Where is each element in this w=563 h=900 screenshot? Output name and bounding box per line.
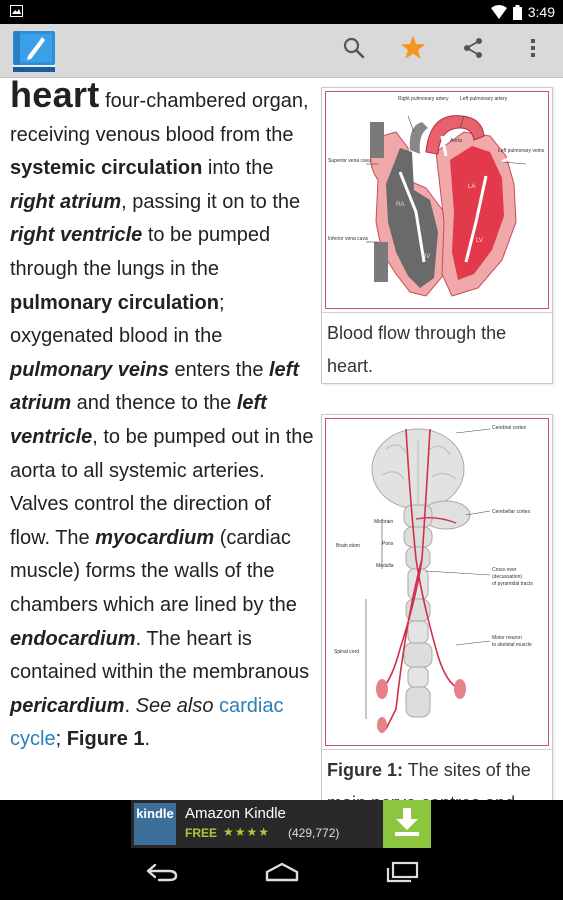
label-decussation: (decussation) xyxy=(492,574,522,580)
label-rv: RV xyxy=(422,254,430,260)
label-motor-neuron: Motor neuron xyxy=(492,635,522,641)
favorite-button[interactable] xyxy=(393,30,433,70)
label-medulla: Medulla xyxy=(376,563,394,569)
definition-text: heart four-chambered organ, receiving ve… xyxy=(10,78,315,757)
share-button[interactable] xyxy=(453,30,493,70)
star-icon xyxy=(400,35,426,65)
label-pons: Pons xyxy=(382,541,394,547)
wifi-icon xyxy=(490,5,507,19)
label-ra: RA xyxy=(396,202,404,208)
label-aorta: Aorta xyxy=(450,138,462,144)
search-icon xyxy=(343,37,365,64)
heart-figure[interactable]: Right pulmonary artery Left pulmonary ar… xyxy=(321,87,553,384)
label-left-pulmonary-artery: Left pulmonary artery xyxy=(460,96,508,102)
label-right-pulmonary-artery: Right pulmonary artery xyxy=(398,96,449,102)
image-notification-icon xyxy=(10,5,23,17)
home-button[interactable] xyxy=(252,858,312,890)
home-icon xyxy=(264,862,300,887)
label-pyramidal-tracts: of pyramidal tracts xyxy=(492,581,533,587)
label-left-pulmonary-veins: Left pulmonary veins xyxy=(498,148,545,154)
label-midbrain: Midbrain xyxy=(374,519,393,525)
ad-app-name: Amazon Kindle xyxy=(185,805,286,822)
cardiac-cycle-link[interactable]: cardiac cycle xyxy=(10,694,284,751)
label-la: LA xyxy=(468,184,475,190)
action-bar xyxy=(0,24,563,78)
overflow-icon xyxy=(530,37,536,64)
recent-apps-icon xyxy=(385,861,419,888)
kindle-ad-banner[interactable]: kindle Amazon Kindle FREE ★★★★ (429,772) xyxy=(131,800,431,848)
ad-rating-stars: ★★★★ xyxy=(223,825,271,839)
heart-figure-caption: Blood flow through the heart. xyxy=(322,312,552,387)
kindle-app-icon: kindle xyxy=(134,803,176,845)
ad-download-button[interactable] xyxy=(383,800,431,848)
ad-price: FREE xyxy=(185,826,218,840)
label-inferior-vena-cava: Inferior vena cava xyxy=(328,236,368,242)
search-button[interactable] xyxy=(334,30,374,70)
label-crossover: Cross-over xyxy=(492,567,517,573)
nerve-centres-caption: Figure 1: The sites of the main nerve ce… xyxy=(322,749,552,800)
label-superior-vena-cava: Superior vena cava xyxy=(328,158,371,164)
ad-rating-count: (429,772) xyxy=(288,826,340,840)
download-icon xyxy=(394,807,420,841)
battery-icon xyxy=(512,4,522,20)
label-lv: LV xyxy=(476,238,483,244)
back-icon xyxy=(145,862,179,887)
status-bar: 3:49 xyxy=(0,0,563,24)
label-skeletal-muscle: to skeletal muscle xyxy=(492,642,532,648)
content-area[interactable]: heart four-chambered organ, receiving ve… xyxy=(0,78,563,800)
nerve-centres-figure[interactable]: Cerebral cortex Cerebellar cortex Brain … xyxy=(321,414,553,800)
back-button[interactable] xyxy=(132,858,192,890)
headword: heart xyxy=(10,78,100,115)
label-spinal-cord: Spinal cord xyxy=(334,649,359,655)
clock-text: 3:49 xyxy=(527,4,555,20)
dictionary-book-icon[interactable] xyxy=(12,28,56,73)
overflow-menu-button[interactable] xyxy=(513,30,553,70)
label-brain-stem: Brain stem xyxy=(336,543,360,549)
recent-apps-button[interactable] xyxy=(372,858,432,890)
share-icon xyxy=(462,37,484,64)
nerve-centres-diagram: Cerebral cortex Cerebellar cortex Brain … xyxy=(325,418,549,746)
heart-diagram: Right pulmonary artery Left pulmonary ar… xyxy=(325,91,549,309)
figure-1-reference[interactable]: Figure 1 xyxy=(66,728,145,751)
label-cerebellar-cortex: Cerebellar cortex xyxy=(492,509,531,515)
navigation-bar xyxy=(0,848,563,900)
label-cerebral-cortex: Cerebral cortex xyxy=(492,425,527,431)
